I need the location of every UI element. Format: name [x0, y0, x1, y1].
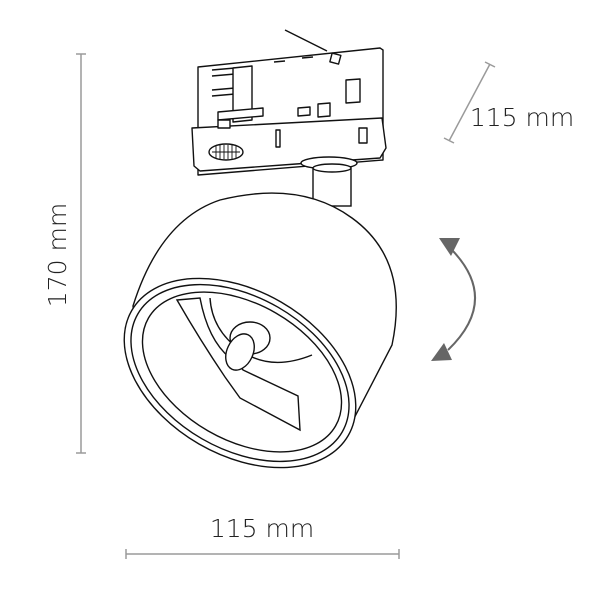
spotlight-body [123, 192, 397, 469]
height-dimension: 170 mm [43, 53, 86, 454]
width-dimension: 115 mm [125, 514, 400, 559]
depth-dimension: 115 mm [443, 61, 574, 144]
height-label: 170 mm [43, 203, 72, 307]
depth-label: 115 mm [470, 103, 574, 132]
width-label: 115 mm [210, 514, 314, 543]
rotation-arrow-icon [431, 238, 476, 361]
track-adapter [191, 29, 387, 176]
stem [312, 163, 352, 207]
